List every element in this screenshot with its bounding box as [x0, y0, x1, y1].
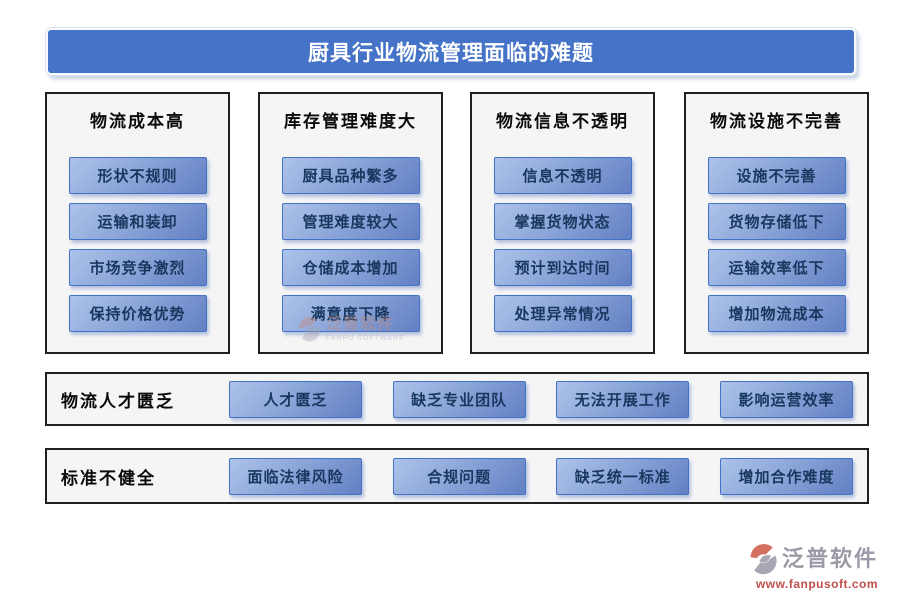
footer-url: www.fanpusoft.com: [755, 577, 878, 591]
fanpu-logo-icon: [750, 544, 777, 575]
column-title: 库存管理难度大: [284, 112, 417, 131]
item-button[interactable]: 影响运营效率: [719, 380, 853, 418]
item-button[interactable]: 运输和装卸: [68, 203, 207, 240]
item-button[interactable]: 厨具品种繁多: [281, 157, 420, 194]
column-information-opacity: 物流信息不透明 信息不透明 掌握货物状态 预计到达时间 处理异常情况: [470, 92, 655, 354]
column-items: 信息不透明 掌握货物状态 预计到达时间 处理异常情况: [493, 157, 632, 332]
item-button[interactable]: 设施不完善: [707, 157, 846, 194]
item-button[interactable]: 缺乏统一标准: [556, 457, 690, 495]
row-title: 标准不健全: [61, 468, 156, 488]
column-title: 物流信息不透明: [496, 112, 629, 131]
fanpu-logo: 泛普软件 www.fanpusoft.com: [747, 543, 878, 590]
page-title: 厨具行业物流管理面临的难题: [46, 28, 856, 75]
row-items: 面临法律风险 合规问题 缺乏统一标准 增加合作难度: [229, 457, 867, 495]
row-talent-shortage: 物流人才匮乏 人才匮乏 缺乏专业团队 无法开展工作 影响运营效率: [45, 372, 869, 426]
item-button[interactable]: 合规问题: [392, 457, 526, 495]
item-button[interactable]: 增加物流成本: [707, 295, 846, 332]
item-button[interactable]: 市场竞争激烈: [68, 249, 207, 286]
column-title: 物流设施不完善: [710, 112, 843, 131]
item-button[interactable]: 掌握货物状态: [493, 203, 632, 240]
item-button[interactable]: 形状不规则: [68, 157, 207, 194]
footer-brand: 泛普软件: [781, 546, 878, 571]
item-button[interactable]: 管理难度较大: [281, 203, 420, 240]
column-items: 设施不完善 货物存储低下 运输效率低下 增加物流成本: [707, 157, 846, 332]
column-items: 形状不规则 运输和装卸 市场竞争激烈 保持价格优势: [68, 157, 207, 332]
item-button[interactable]: 仓储成本增加: [281, 249, 420, 286]
item-button[interactable]: 无法开展工作: [556, 380, 690, 418]
item-button[interactable]: 处理异常情况: [493, 295, 632, 332]
item-button[interactable]: 预计到达时间: [493, 249, 632, 286]
item-button[interactable]: 信息不透明: [493, 157, 632, 194]
row-title: 物流人才匮乏: [61, 391, 175, 411]
column-facilities: 物流设施不完善 设施不完善 货物存储低下 运输效率低下 增加物流成本: [684, 92, 869, 354]
column-title: 物流成本高: [90, 112, 185, 131]
item-button[interactable]: 增加合作难度: [719, 457, 853, 495]
row-standards-incomplete: 标准不健全 面临法律风险 合规问题 缺乏统一标准 增加合作难度: [45, 448, 869, 504]
item-button[interactable]: 满意度下降: [281, 295, 420, 332]
column-inventory-management: 库存管理难度大 厨具品种繁多 管理难度较大 仓储成本增加 满意度下降: [258, 92, 443, 354]
column-logistics-cost: 物流成本高 形状不规则 运输和装卸 市场竞争激烈 保持价格优势: [45, 92, 230, 354]
item-button[interactable]: 人才匮乏: [229, 380, 362, 418]
row-items: 人才匮乏 缺乏专业团队 无法开展工作 影响运营效率: [229, 380, 867, 418]
item-button[interactable]: 货物存储低下: [707, 203, 846, 240]
item-button[interactable]: 运输效率低下: [707, 249, 846, 286]
column-items: 厨具品种繁多 管理难度较大 仓储成本增加 满意度下降: [281, 157, 420, 332]
item-button[interactable]: 面临法律风险: [229, 457, 362, 495]
item-button[interactable]: 缺乏专业团队: [392, 380, 526, 418]
item-button[interactable]: 保持价格优势: [68, 295, 207, 332]
